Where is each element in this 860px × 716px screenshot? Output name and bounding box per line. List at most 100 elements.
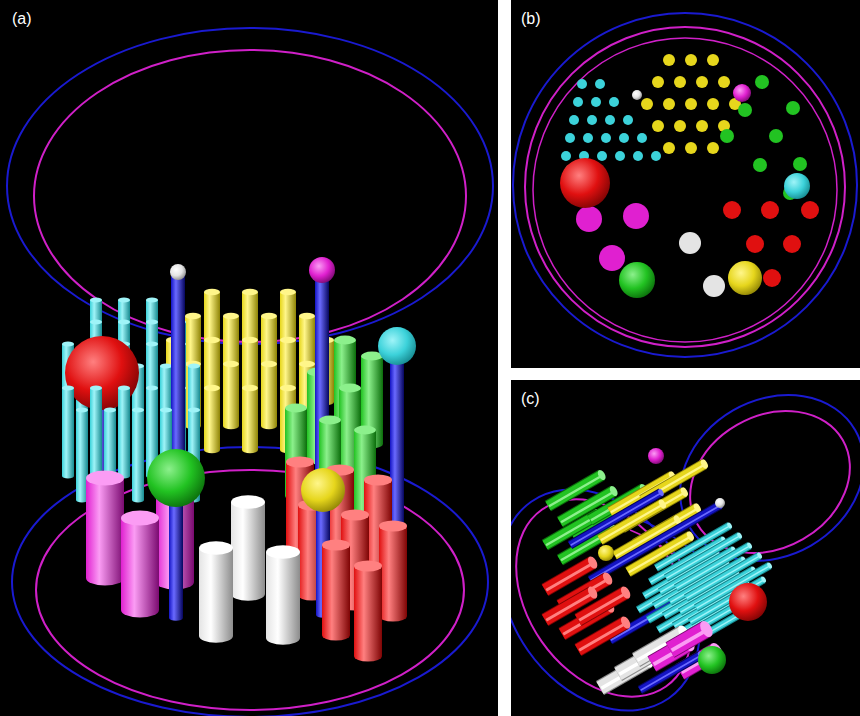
- panel-ground: [511, 0, 860, 368]
- cylinder-top: [280, 385, 296, 391]
- cyan-rod-section: [587, 115, 597, 125]
- cylinder-top: [223, 361, 239, 367]
- white-cylinder: [231, 495, 265, 601]
- cylinder-top: [242, 337, 258, 343]
- cylinder-body: [379, 526, 407, 616]
- cylinder-body: [199, 548, 233, 636]
- magenta-cylinder: [86, 470, 124, 585]
- cylinder-top: [118, 320, 130, 325]
- cylinder-top: [339, 384, 361, 393]
- white-sphere: [715, 498, 725, 508]
- cylinder-top: [354, 560, 382, 571]
- yellow-rod-section: [718, 76, 730, 88]
- cylinder-body: [231, 502, 265, 594]
- cylinder-top: [285, 404, 307, 413]
- cylinder-body: [204, 388, 220, 450]
- red-sphere: [560, 158, 610, 208]
- cyan-rod-section: [615, 151, 625, 161]
- cylinder-body: [86, 478, 124, 578]
- red-rod-end: [619, 585, 632, 600]
- cyan-rod-end: [760, 576, 767, 584]
- green-rod-section: [755, 75, 769, 89]
- cylinder-top: [341, 509, 369, 520]
- magenta-cylinder: [121, 510, 159, 617]
- yellow-rod-section: [696, 76, 708, 88]
- panel-label: (c): [521, 390, 540, 408]
- magenta-rod-section: [599, 245, 625, 271]
- red-rod-end: [586, 585, 599, 600]
- cylinder-top: [261, 313, 277, 319]
- oblique-view: [511, 380, 860, 716]
- red-rod-section: [723, 201, 741, 219]
- white-sphere: [632, 90, 642, 100]
- red-rod-end: [601, 571, 614, 586]
- cylinder-top: [160, 408, 172, 413]
- green-rod-section: [753, 158, 767, 172]
- yellow-rod-section: [707, 142, 719, 154]
- cylinder-top: [188, 408, 200, 413]
- blue-rod: [570, 493, 661, 546]
- yellow-rod-section: [641, 98, 653, 110]
- yellow-rod-section: [696, 120, 708, 132]
- cyan-rod-section: [601, 133, 611, 143]
- magenta-rod-end: [698, 619, 716, 639]
- blue-rod-highlight: [641, 655, 702, 690]
- red-rod-section: [763, 269, 781, 287]
- cylinder-body: [242, 388, 258, 450]
- cylinder-top: [334, 336, 356, 345]
- perspective-view: [7, 28, 493, 716]
- cyan-rod-section: [577, 79, 587, 89]
- cylinder-top: [204, 337, 220, 343]
- magenta-rod-highlight: [672, 629, 708, 650]
- cylinder-top: [160, 364, 172, 369]
- cylinder-top: [185, 313, 201, 319]
- yellow-rod-section: [663, 54, 675, 66]
- cylinder-top: [121, 510, 159, 525]
- red-cylinder: [322, 539, 350, 640]
- white-sphere: [170, 264, 186, 280]
- cylinder-top: [280, 337, 296, 343]
- yellow-rod-section: [663, 98, 675, 110]
- cyan-cylinder: [62, 386, 74, 479]
- green-rod-end: [596, 469, 607, 482]
- red-rod-end: [586, 555, 599, 570]
- cylinder-top: [242, 289, 258, 295]
- cyan-rod-section: [561, 151, 571, 161]
- cylinder-top: [118, 298, 130, 303]
- cylinder-top: [146, 298, 158, 303]
- yellow-rod-section: [707, 98, 719, 110]
- yellow-rod-section: [652, 76, 664, 88]
- cylinder-body: [121, 518, 159, 610]
- cylinder-top: [199, 541, 233, 555]
- magenta-sphere: [648, 448, 664, 464]
- yellow-cylinder: [223, 361, 239, 429]
- red-rod-highlight: [579, 593, 627, 621]
- outer-contour: [513, 13, 857, 357]
- panel-label: (b): [521, 10, 541, 28]
- red-cylinder: [379, 520, 407, 621]
- cyan-rod-end: [766, 562, 773, 570]
- cylinder-top: [261, 361, 277, 367]
- magenta-sphere: [309, 257, 335, 283]
- cyan-rod-end: [736, 532, 743, 540]
- green-rod-section: [793, 157, 807, 171]
- cyan-rod-section: [597, 151, 607, 161]
- cyan-rod-section: [605, 115, 615, 125]
- cyan-sphere: [784, 173, 810, 199]
- cylinder-top: [104, 408, 116, 413]
- cylinder-top: [146, 342, 158, 347]
- red-rod-section: [783, 235, 801, 253]
- cylinder-top: [204, 289, 220, 295]
- yellow-cylinder: [242, 385, 258, 453]
- cyan-rod-section: [637, 133, 647, 143]
- green-rod-section: [738, 103, 752, 117]
- cylinder-body: [62, 388, 74, 476]
- cylinder-top: [132, 408, 144, 413]
- cylinder-body: [354, 566, 382, 656]
- cylinder-top: [280, 289, 296, 295]
- cylinder-top: [76, 408, 88, 413]
- cylinder-top: [146, 320, 158, 325]
- cylinder-body: [223, 364, 239, 426]
- red-rod-end: [619, 615, 632, 630]
